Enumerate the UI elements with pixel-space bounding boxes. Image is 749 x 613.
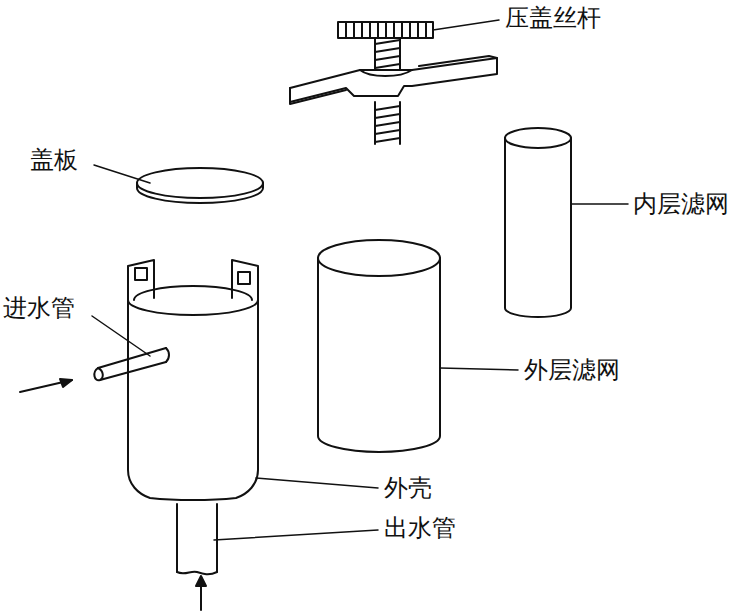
- part-label: 外层滤网: [524, 357, 620, 383]
- housing: [94, 260, 258, 574]
- part-label: 进水管: [3, 295, 75, 321]
- part-label: 出水管: [384, 515, 456, 541]
- flow-arrow: [20, 379, 206, 610]
- part-label: 压盖丝杆: [505, 5, 601, 31]
- press-screw: [290, 22, 497, 144]
- part-label: 内层滤网: [633, 191, 729, 217]
- leader-line: [92, 20, 628, 540]
- cover-plate: [137, 168, 263, 203]
- part-label: 外壳: [384, 475, 432, 501]
- inner-filter: [505, 128, 571, 317]
- outer-filter: [318, 240, 440, 452]
- part-label: 盖板: [30, 147, 78, 173]
